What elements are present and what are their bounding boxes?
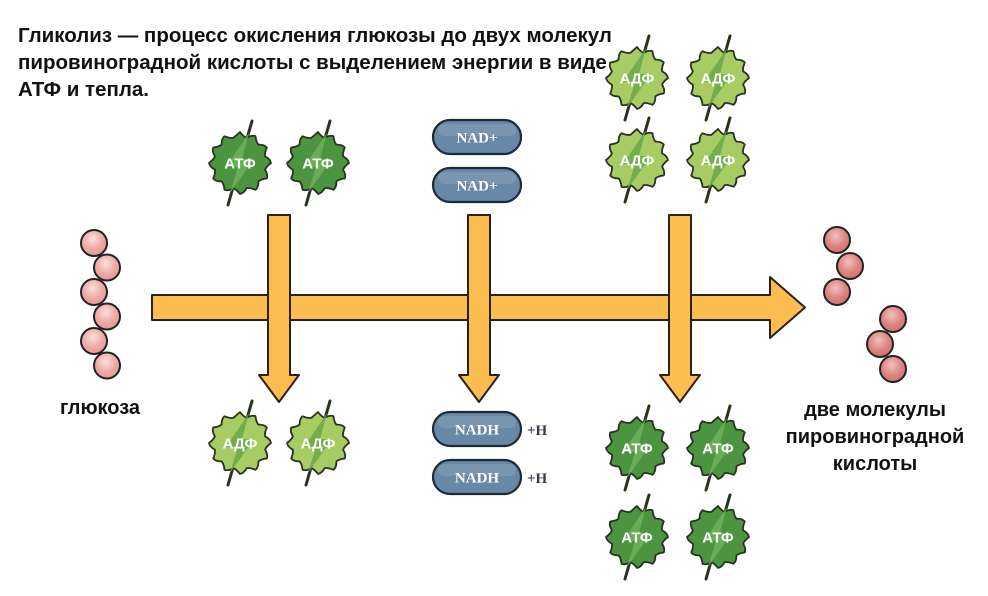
- carbon-bead: [879, 305, 907, 333]
- atp-label: АТФ: [302, 156, 334, 173]
- carbon-bead: [80, 278, 108, 306]
- atp-badge: АТФ: [208, 119, 272, 207]
- adp-label: АДФ: [701, 71, 736, 88]
- adp-label: АДФ: [620, 153, 655, 170]
- adp-badge: АДФ: [686, 34, 750, 122]
- adp-badge: АДФ: [605, 116, 669, 204]
- pyruvate-carbon: [879, 355, 907, 383]
- adp-label: АДФ: [301, 436, 336, 453]
- pyruvate-label: две молекулы пировиноградной кислоты: [770, 397, 980, 478]
- pill-highlight: [438, 464, 516, 476]
- pyruvate-carbon: [879, 305, 907, 333]
- pill-shape: [431, 118, 523, 156]
- adp-badge: АДФ: [686, 116, 750, 204]
- atp-badge: АТФ: [605, 493, 669, 581]
- lightning-icon: [304, 133, 332, 193]
- pyruvate-label-line: кислоты: [832, 453, 918, 475]
- stage-arrow-nad-reduction: [458, 214, 500, 403]
- carbon-bead: [866, 330, 894, 358]
- pyruvate-carbon: [823, 278, 851, 306]
- carbon-bead: [836, 252, 864, 280]
- adp-badge: АДФ: [208, 399, 272, 487]
- glucose-carbon: [80, 229, 108, 257]
- stage-arrow-atp-investment: [258, 214, 300, 403]
- lightning-icon: [226, 413, 254, 473]
- glucose-carbon: [80, 278, 108, 306]
- pyruvate-carbon: [823, 226, 851, 254]
- arrows-layer: [151, 214, 806, 403]
- nad-pill: NAD+: [431, 118, 523, 156]
- adp-label: АДФ: [701, 153, 736, 170]
- glucose-carbon: [93, 351, 121, 380]
- lightning-icon: [704, 507, 732, 567]
- cofactors-layer: АТФ АТФ АДФ АДФ NAD+ NAD+ NADH +H NADH +H АДФ АДФ АД…: [208, 34, 750, 581]
- hydrogen-label: +H: [527, 471, 548, 487]
- lightning-icon: [704, 130, 732, 190]
- pyruvate-carbon: [836, 252, 864, 280]
- molecules-layer: [80, 226, 907, 383]
- atp-badge: АТФ: [286, 119, 350, 207]
- nad-pill: NAD+: [431, 166, 523, 204]
- nad-label: NAD+: [456, 179, 497, 195]
- atp-label: АТФ: [621, 441, 653, 458]
- glucose-carbon: [93, 253, 121, 282]
- adp-label: АДФ: [223, 436, 258, 453]
- diagram-title: Гликолиз — процесс окисления глюкозы до …: [18, 24, 612, 101]
- carbon-bead: [80, 327, 108, 355]
- glucose-carbon: [80, 327, 108, 355]
- glucose-label: глюкоза: [59, 397, 141, 419]
- atp-label: АТФ: [621, 530, 653, 547]
- nadh-pill: NADH +H: [431, 410, 548, 448]
- pill-shape: [431, 166, 523, 204]
- carbon-bead: [823, 278, 851, 306]
- lightning-icon: [623, 507, 651, 567]
- stage-arrow-atp-payoff: [659, 214, 701, 403]
- carbon-bead: [93, 351, 121, 380]
- pill-highlight: [438, 172, 516, 184]
- carbon-bead: [93, 253, 121, 282]
- nadh-pill: NADH +H: [431, 458, 548, 496]
- hydrogen-label: +H: [527, 423, 548, 439]
- adp-label: АДФ: [620, 71, 655, 88]
- lightning-icon: [704, 418, 732, 478]
- carbon-bead: [879, 355, 907, 383]
- atp-badge: АТФ: [686, 493, 750, 581]
- carbon-bead: [823, 226, 851, 254]
- pill-shape: [431, 410, 523, 448]
- nadh-label: NADH: [455, 423, 499, 439]
- lightning-icon: [623, 130, 651, 190]
- atp-badge: АТФ: [605, 404, 669, 492]
- adp-badge: АДФ: [286, 399, 350, 487]
- atp-badge: АТФ: [686, 404, 750, 492]
- pyruvate-label-line: две молекулы: [804, 399, 946, 421]
- carbon-bead: [93, 302, 121, 331]
- lightning-icon: [304, 413, 332, 473]
- lightning-icon: [226, 133, 254, 193]
- pyruvate-label-line: пировиноградной: [785, 426, 965, 448]
- pill-shape: [431, 458, 523, 496]
- lightning-icon: [623, 418, 651, 478]
- atp-label: АТФ: [224, 156, 256, 173]
- atp-label: АТФ: [702, 530, 734, 547]
- nad-label: NAD+: [456, 131, 497, 147]
- nadh-label: NADH: [455, 471, 499, 487]
- lightning-icon: [704, 48, 732, 108]
- glucose-carbon: [93, 302, 121, 331]
- lightning-icon: [623, 48, 651, 108]
- pill-highlight: [438, 124, 516, 136]
- pyruvate-carbon: [866, 330, 894, 358]
- pill-highlight: [438, 416, 516, 428]
- carbon-bead: [80, 229, 108, 257]
- atp-label: АТФ: [702, 441, 734, 458]
- adp-badge: АДФ: [605, 34, 669, 122]
